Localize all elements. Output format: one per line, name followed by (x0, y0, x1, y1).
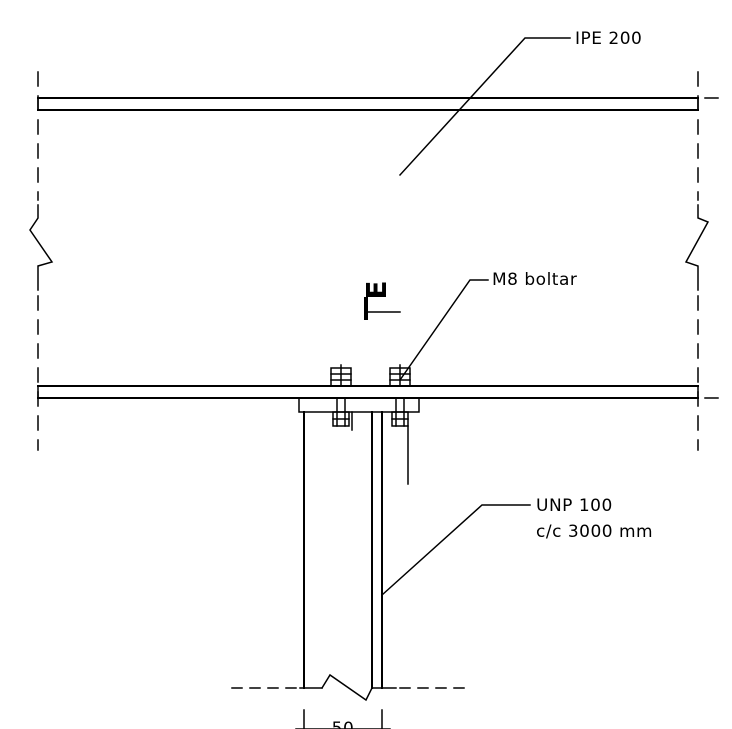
column-label-line2: c/c 3000 mm (536, 522, 653, 542)
beam-break-left (29, 71, 54, 451)
section-mark-letter: E (360, 280, 393, 299)
unp-column (303, 411, 383, 689)
beam-bottom-flange (37, 385, 699, 399)
end-plate (298, 397, 420, 413)
bolt-left (330, 364, 353, 431)
dimension-50: 50 (295, 709, 391, 729)
bolt-leader (398, 279, 489, 382)
beam-top-flange (37, 97, 699, 111)
bolt-label: M8 boltar (492, 270, 577, 290)
column-label-line1: UNP 100 (536, 496, 613, 516)
column-leader (380, 504, 531, 597)
section-mark: E (360, 280, 401, 320)
beam-leader (398, 37, 571, 177)
bolt-right (389, 364, 411, 485)
beam-break-right (684, 71, 710, 451)
column-break (231, 673, 467, 702)
dimension-label: 50 (332, 719, 355, 729)
ipe-beam (37, 97, 719, 399)
beam-label: IPE 200 (575, 29, 642, 49)
